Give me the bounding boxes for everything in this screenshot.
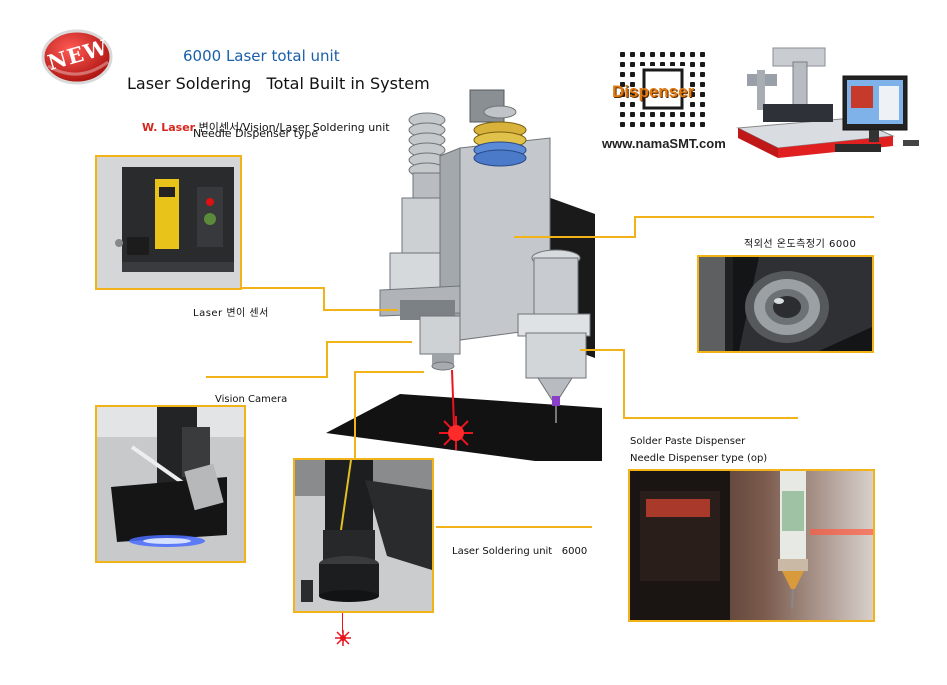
new-badge: NEW [38,26,116,88]
connector-ir-h2 [514,236,636,238]
label-vision-camera: Vision Camera [215,394,288,405]
laser-head-illustration [320,78,605,463]
feature-line: W. Laser 변이센서/Vision/Laser Soldering uni… [135,106,390,135]
connector-laser-sensor-v [323,287,325,311]
page-title: 6000 Laser total unit [183,47,340,65]
new-badge-icon [41,29,113,85]
brand-name: Dispenser [612,82,695,101]
feature-text: 변이센서/Vision/Laser Soldering unit [195,121,390,134]
connector-laser-sensor-h2 [323,309,398,311]
connector-vision-h2 [326,341,412,343]
laser-spot-icon [335,630,351,646]
connector-vision-v [326,341,328,378]
connector-soldering-h [354,371,424,373]
label-soldering-unit: Laser Soldering unit 6000 [452,546,588,557]
connector-soldering-v [354,371,356,459]
label-paste-dispenser: Solder Paste Dispenser [630,436,746,447]
brand-url: www.namaSMT.com [602,136,726,151]
connector-vision-h1 [206,376,328,378]
page-subtitle: Laser Soldering Total Built in System [127,74,430,93]
type-line: Needle Dispenser type [193,127,319,140]
connector-ir-v [634,216,636,238]
connector-dispenser-h2 [623,417,798,419]
dot-grid-icon [620,52,705,127]
connector-ir-h1 [636,216,874,218]
solder-paste-dispenser-photo [628,469,875,622]
connector-laser-sensor-h1 [242,287,324,289]
label-needle-dispenser: Needle Dispenser type (op) [630,453,768,464]
feature-brand: W. Laser [142,121,196,134]
vision-camera-photo [95,405,246,563]
dispenser-machine-image [733,40,923,165]
connector-dispenser-h1 [580,349,625,351]
laser-soldering-unit-photo [293,458,434,613]
label-ir-thermometer: 적외선 온도측정기 6000 [744,239,857,250]
connector-soldering-unit-label [436,526,592,528]
laser-sensor-photo [95,155,242,290]
laser-beam-line [342,613,343,633]
brand-logo: Dispenser www.namaSMT.com [600,52,730,156]
ir-thermometer-photo [697,255,874,353]
label-laser-sensor: Laser 변이 센서 [193,308,269,319]
connector-dispenser-v [623,349,625,419]
